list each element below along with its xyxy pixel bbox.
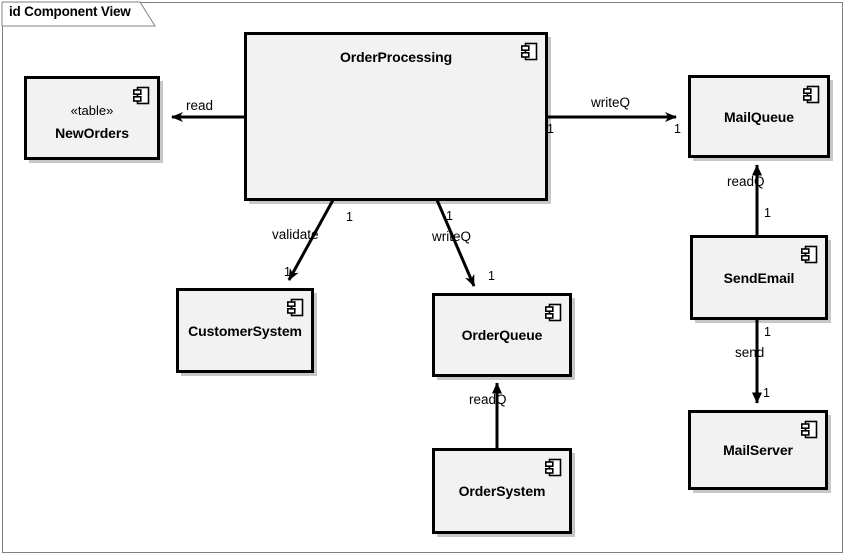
component-label: SendEmail bbox=[723, 269, 795, 286]
component-label: NewOrders bbox=[55, 125, 129, 141]
component-ordersystem[interactable]: OrderSystem bbox=[432, 448, 572, 534]
uml-component-icon bbox=[803, 85, 820, 104]
component-label: MailQueue bbox=[724, 108, 794, 125]
connector-label-read: read bbox=[186, 98, 214, 113]
frame-label-text: id Component View bbox=[9, 4, 131, 19]
component-neworders[interactable]: «table» NewOrders bbox=[24, 76, 160, 160]
component-sendemail[interactable]: SendEmail bbox=[690, 235, 828, 320]
multiplicity-writeq-orderqueue-target: 1 bbox=[488, 269, 495, 283]
connector-label-writeq-mailqueue: writeQ bbox=[591, 95, 631, 110]
uml-component-icon bbox=[801, 245, 818, 264]
component-orderqueue[interactable]: OrderQueue bbox=[432, 293, 572, 377]
connector-label-readq-mailqueue: readQ bbox=[727, 174, 765, 189]
component-customersystem[interactable]: CustomerSystem bbox=[176, 288, 314, 373]
uml-component-icon bbox=[545, 458, 562, 477]
frame-label-tab: id Component View bbox=[0, 0, 165, 27]
multiplicity-readq-mailqueue-source: 1 bbox=[764, 206, 771, 220]
multiplicity-validate-source: 1 bbox=[346, 210, 353, 224]
uml-component-icon bbox=[133, 86, 150, 105]
component-mailserver[interactable]: MailServer bbox=[688, 410, 828, 490]
diagram-frame bbox=[2, 2, 843, 553]
connector-label-validate: validate bbox=[272, 227, 319, 242]
uml-component-icon bbox=[521, 42, 538, 61]
component-label: OrderQueue bbox=[461, 327, 543, 343]
component-label: OrderProcessing bbox=[339, 49, 453, 65]
connector-label-writeq-orderqueue: writeQ bbox=[432, 229, 472, 244]
multiplicity-send-target: 1 bbox=[763, 386, 770, 400]
component-stereotype: «table» bbox=[70, 103, 114, 118]
multiplicity-writeq-mailqueue-target: 1 bbox=[674, 122, 681, 136]
component-label: OrderSystem bbox=[458, 483, 546, 499]
multiplicity-writeq-mailqueue-source: 1 bbox=[547, 122, 554, 136]
component-mailqueue[interactable]: MailQueue bbox=[688, 75, 830, 158]
connector-label-readq-orderqueue: readQ bbox=[469, 392, 507, 407]
multiplicity-validate-target: 1 bbox=[284, 265, 291, 279]
uml-component-icon bbox=[287, 298, 304, 317]
multiplicity-writeq-orderqueue-source: 1 bbox=[446, 209, 453, 223]
uml-component-icon bbox=[801, 420, 818, 439]
component-orderprocessing[interactable]: OrderProcessing bbox=[244, 32, 548, 201]
multiplicity-send-source: 1 bbox=[764, 325, 771, 339]
component-label: MailServer bbox=[723, 442, 793, 458]
uml-component-icon bbox=[545, 303, 562, 322]
component-label: CustomerSystem bbox=[188, 322, 302, 339]
connector-label-send: send bbox=[735, 345, 765, 360]
